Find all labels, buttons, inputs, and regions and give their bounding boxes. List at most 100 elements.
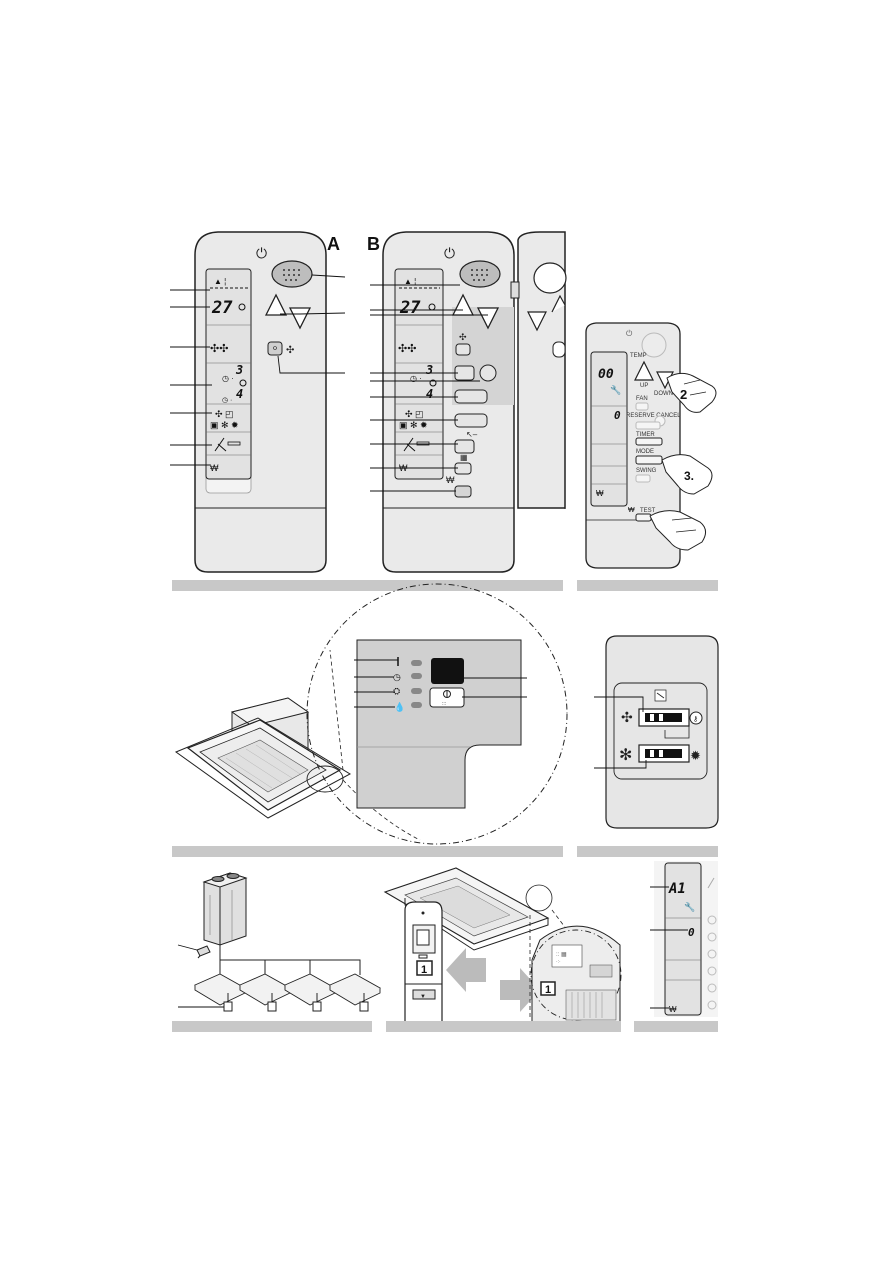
timer-off-button[interactable] bbox=[454, 389, 488, 404]
leader-lines-b bbox=[370, 284, 488, 492]
cassette-with-label bbox=[383, 867, 553, 951]
operation-lamp bbox=[411, 660, 422, 666]
remote-b: ▲ ¦ 27 ✣✣ ◷ · 3 4 ✣ ◰ ▣ ✻ ✹ ₩ ⏻ ✣ ↖‒ ▦ ₩ bbox=[367, 231, 515, 573]
clean-button[interactable] bbox=[454, 485, 472, 498]
up-label: UP bbox=[640, 383, 648, 389]
remote-b-timer-on: 3 bbox=[425, 363, 433, 377]
diagnostic-code-display: A1 bbox=[668, 881, 686, 897]
section-bar bbox=[634, 1021, 718, 1032]
indicator-panel: ::: ◷ ⛭ 💧 bbox=[356, 639, 522, 809]
svg-text:◷ ·: ◷ · bbox=[222, 374, 234, 383]
svg-text:▼: ▼ bbox=[420, 994, 426, 1000]
unit-label-detail: :: ▦ ·:· 1 bbox=[530, 925, 622, 1025]
temp-up-button-a[interactable] bbox=[264, 293, 288, 316]
service-unit-display: 0 bbox=[614, 409, 621, 422]
mode-icons: ▣ ✻ ✹ bbox=[399, 420, 428, 430]
swing-label: SWING bbox=[636, 468, 657, 474]
svg-text::: ▦: :: ▦ bbox=[556, 952, 567, 958]
timer-label: TIMER bbox=[636, 432, 655, 438]
swing-button[interactable] bbox=[454, 439, 475, 454]
remote-a-timer-on: 3 bbox=[235, 363, 243, 377]
heat-icon: ✹ bbox=[690, 748, 701, 763]
fan-speed-icon: ✣✣ bbox=[210, 343, 228, 355]
filter-lamp bbox=[411, 688, 422, 694]
small-remote: 1 ▼ bbox=[404, 901, 443, 1031]
remote-a-temp-display: 27 bbox=[211, 298, 233, 318]
svg-text::::: ::: bbox=[442, 701, 446, 707]
svg-text:⚷: ⚷ bbox=[693, 716, 698, 723]
leader-lines-switch bbox=[594, 696, 647, 769]
fan-icon: ✣ bbox=[286, 345, 294, 356]
arrow-left bbox=[446, 948, 486, 992]
svg-text:·:·: ·:· bbox=[556, 959, 561, 965]
timer-icon: ◷ bbox=[393, 672, 401, 682]
remote-b-label: B bbox=[367, 234, 380, 254]
fan-label: FAN bbox=[636, 396, 648, 402]
remote-b-temp-display: 27 bbox=[399, 298, 421, 318]
temp-down-button-b[interactable] bbox=[476, 307, 500, 330]
section-bar bbox=[172, 580, 563, 591]
svg-text:✣ ◰: ✣ ◰ bbox=[215, 409, 234, 419]
temp-label: TEMP bbox=[630, 353, 647, 359]
service-remote: 00 🔧 0 ₩ ⏻ TEMP UP DOWN FAN RESERVE CANC… bbox=[585, 322, 717, 569]
mode-label: MODE bbox=[636, 449, 654, 455]
unit-number-boxes bbox=[223, 1001, 369, 1012]
power-icon: ⏻ bbox=[444, 245, 455, 261]
fan-icon: ✣ bbox=[459, 332, 467, 342]
temp-down-button-a[interactable] bbox=[288, 307, 312, 330]
service-test-button[interactable] bbox=[635, 513, 652, 522]
wrench-icon: 🔧 bbox=[610, 384, 621, 395]
branch-box bbox=[196, 945, 211, 957]
diagnostic-display-closeup: A1 🔧 0 ₩ bbox=[654, 861, 718, 1017]
reserve-label: RESERVE CANCEL bbox=[626, 413, 681, 419]
wrench-icon: 🔧 bbox=[684, 901, 695, 912]
receiver-window bbox=[431, 658, 464, 684]
selector-switch-panel: ✣ ⚷ ✻ ✹ bbox=[605, 635, 719, 829]
leader-lines-a bbox=[170, 274, 346, 466]
mode-button[interactable] bbox=[454, 413, 488, 428]
section-bar bbox=[577, 580, 718, 591]
on-off-button-a[interactable] bbox=[271, 260, 313, 288]
remote-b-timer-off: 4 bbox=[426, 387, 433, 401]
outdoor-unit bbox=[202, 872, 248, 946]
timer-lamp bbox=[411, 673, 422, 679]
power-icon: ⏻ bbox=[256, 245, 267, 261]
drop-icon: 💧 bbox=[394, 701, 405, 712]
section-bar bbox=[577, 846, 718, 857]
section-bar bbox=[172, 1021, 372, 1032]
defrost-lamp bbox=[411, 702, 422, 708]
svg-text:₩: ₩ bbox=[628, 507, 635, 514]
fan-speed-icon: ✣✣ bbox=[398, 343, 416, 355]
cassette-indoor-unit bbox=[174, 697, 352, 819]
svg-text:↖‒: ↖‒ bbox=[466, 430, 478, 439]
service-up-button[interactable] bbox=[634, 360, 654, 381]
indoor-units-row bbox=[194, 973, 381, 1006]
fan-icon: ✣ bbox=[621, 709, 633, 725]
leader-lines-panel bbox=[354, 659, 527, 708]
svg-text:◷ ·: ◷ · bbox=[410, 374, 422, 383]
unit-unit-number: 1 bbox=[545, 984, 551, 996]
down-label: DOWN bbox=[654, 391, 673, 397]
cool-icon: ✻ bbox=[619, 747, 632, 764]
step-3-label: 3. bbox=[684, 469, 694, 483]
service-mode-button[interactable] bbox=[635, 455, 663, 465]
detail-callout-circle bbox=[306, 583, 568, 845]
clean-icon: ₩ bbox=[669, 1005, 677, 1014]
svg-text:✣ ◰: ✣ ◰ bbox=[405, 409, 424, 419]
fan-button-b[interactable] bbox=[455, 343, 471, 356]
step-2-label: 2 bbox=[680, 387, 687, 402]
filter-sign-icon: ⛭ bbox=[393, 686, 400, 696]
diagnostic-unit-display: 0 bbox=[688, 926, 695, 939]
fan-button-a[interactable] bbox=[267, 341, 283, 356]
remote-unit-number: 1 bbox=[421, 964, 427, 976]
remote-a-label: A bbox=[327, 234, 340, 254]
remote-a: ▲ ¦ 27 ✣✣ ◷ · 3 4 ◷ · ✣ ◰ ▣ ✻ ✹ ₩ ⏻ ✣ A bbox=[194, 231, 340, 573]
leader-lines-system bbox=[177, 944, 365, 1008]
section-bar bbox=[386, 1021, 621, 1032]
filter-icon: ▦ bbox=[460, 453, 468, 462]
cancel-button[interactable] bbox=[479, 364, 497, 382]
clean-icon: ₩ bbox=[210, 463, 219, 473]
filter-button[interactable] bbox=[454, 462, 472, 475]
on-off-button-b[interactable] bbox=[459, 260, 501, 288]
